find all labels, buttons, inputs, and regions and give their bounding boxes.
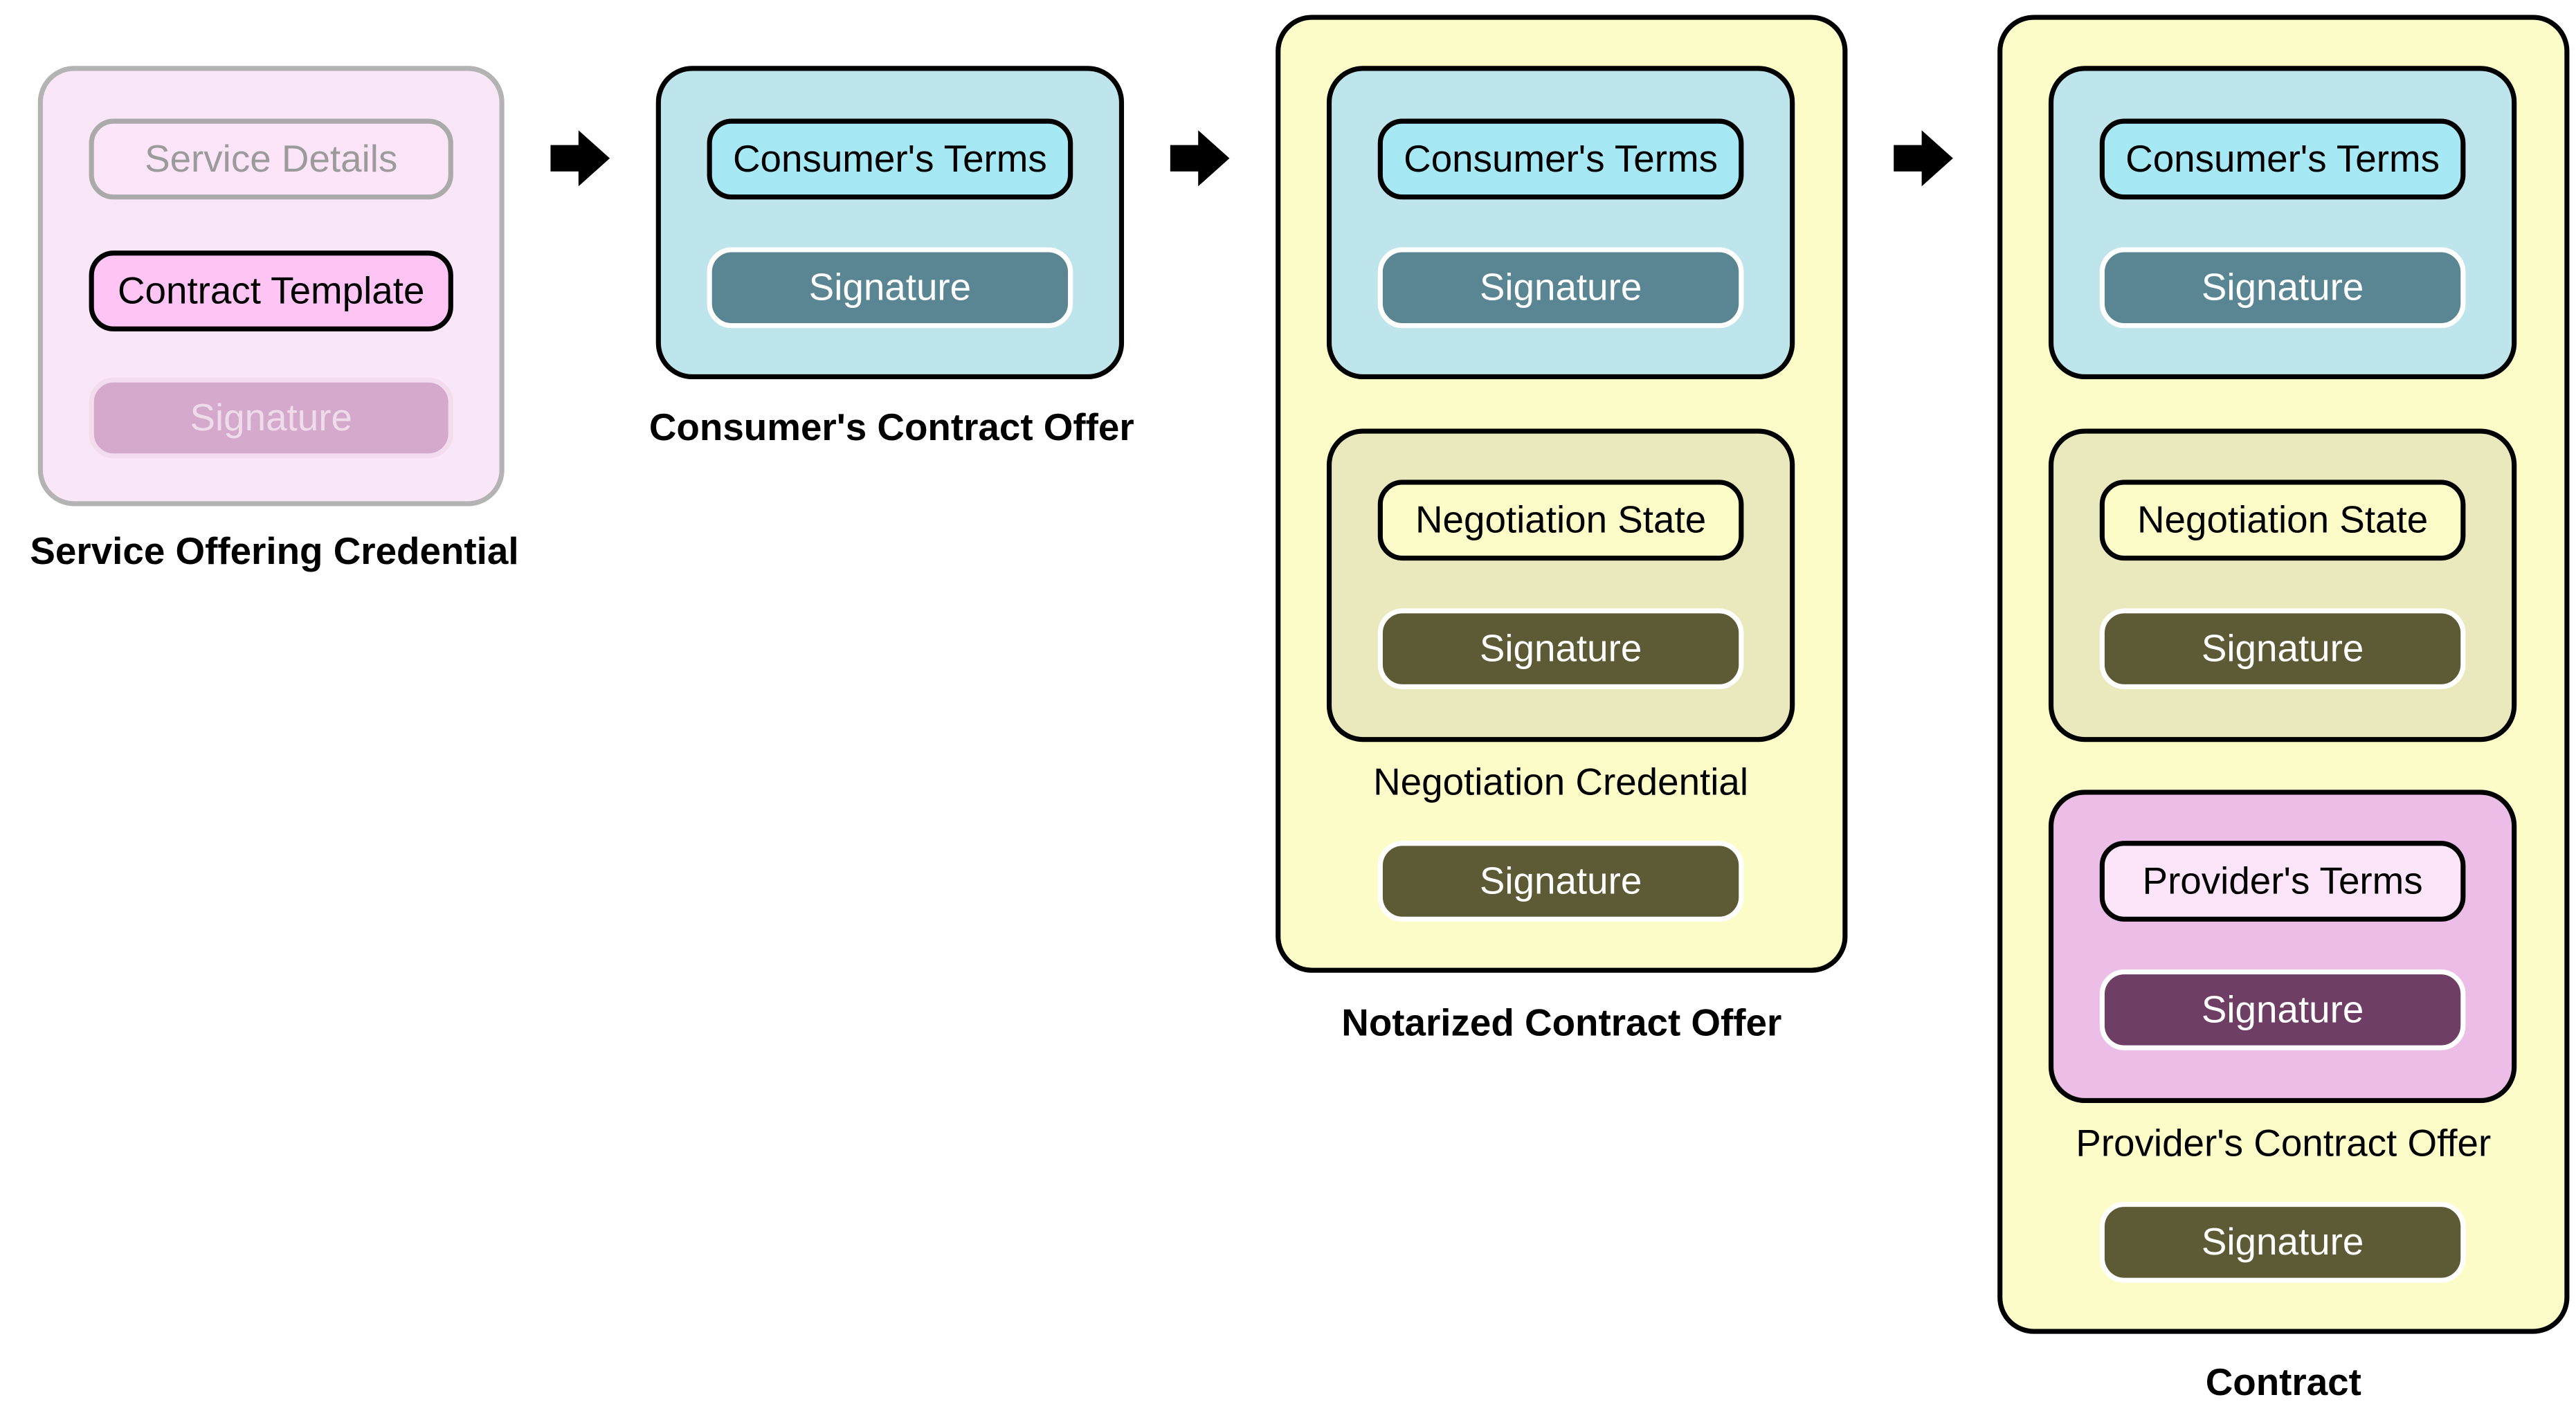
negotiation-credential-box — [1326, 428, 1795, 742]
service-offering-caption: Service Offering Credential — [30, 529, 519, 572]
right-arrow-icon — [1894, 130, 1953, 187]
notarized-consumer-offer-box — [1326, 66, 1795, 380]
contract-consumer-terms-pill: Consumer's Terms — [2099, 118, 2466, 200]
contract-negotiation-box — [2048, 428, 2517, 742]
contract-caption: Contract — [2205, 1360, 2361, 1403]
consumer-signature-pill: Signature — [707, 247, 1073, 329]
negotiation-signature-pill: Signature — [1377, 608, 1744, 689]
service-details-pill: Service Details — [89, 118, 453, 200]
negotiation-credential-caption: Negotiation Credential — [1373, 760, 1749, 803]
contract-consumer-offer-box — [2048, 66, 2517, 380]
consumer-terms-pill: Consumer's Terms — [707, 118, 1073, 200]
provider-signature-pill: Signature — [2099, 969, 2466, 1050]
contract-template-pill: Contract Template — [89, 250, 453, 331]
right-arrow-icon — [1170, 130, 1230, 187]
contract-negotiation-signature-pill: Signature — [2099, 608, 2466, 689]
notarized-consumer-terms-pill: Consumer's Terms — [1377, 118, 1744, 200]
provider-contract-offer-box — [2048, 790, 2517, 1104]
contract-consumer-signature-pill: Signature — [2099, 247, 2466, 329]
negotiation-state-pill: Negotiation State — [1377, 480, 1744, 561]
notarized-consumer-signature-pill: Signature — [1377, 247, 1744, 329]
provider-contract-offer-caption: Provider's Contract Offer — [2076, 1121, 2492, 1165]
consumer-contract-offer-box — [655, 66, 1125, 380]
consumer-contract-offer-caption: Consumer's Contract Offer — [648, 405, 1134, 449]
right-arrow-icon — [550, 130, 610, 187]
notarized-outer-signature-pill: Signature — [1377, 841, 1744, 922]
contract-outer-signature-pill: Signature — [2099, 1201, 2466, 1283]
provider-terms-pill: Provider's Terms — [2099, 841, 2466, 922]
contract-negotiation-state-pill: Negotiation State — [2099, 480, 2466, 561]
service-offering-signature-pill: Signature — [89, 377, 453, 459]
notarized-contract-offer-caption: Notarized Contract Offer — [1341, 1001, 1782, 1044]
